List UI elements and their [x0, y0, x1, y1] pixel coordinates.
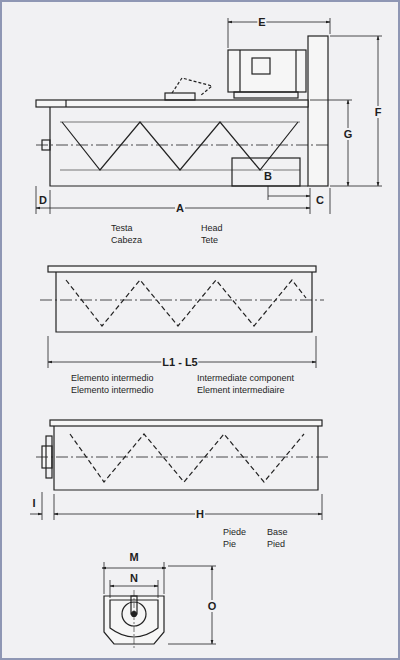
head-view — [36, 36, 330, 186]
view-caption: Tete — [200, 235, 219, 245]
base-view — [36, 420, 328, 490]
dimension-letter: G — [343, 128, 354, 140]
dimension-letter: F — [374, 106, 383, 118]
intermediate-dimensions — [48, 336, 316, 368]
view-caption: Base — [266, 527, 289, 537]
view-caption: Intermediate component — [196, 373, 295, 383]
dimension-letter: M — [128, 551, 139, 563]
dimension-letter: D — [38, 194, 48, 206]
dimension-letter: E — [257, 16, 266, 28]
view-caption: Piede — [222, 527, 247, 537]
view-caption: Cabeza — [110, 235, 143, 245]
view-caption: Pied — [266, 539, 286, 549]
view-caption: Element intermediaire — [196, 385, 286, 395]
dimension-letter: O — [207, 600, 218, 612]
view-caption: Head — [200, 223, 224, 233]
intermediate-view — [40, 266, 324, 332]
end-dimensions — [102, 562, 216, 644]
view-caption: Pie — [222, 539, 237, 549]
dimension-letter: H — [195, 508, 205, 520]
end-view — [104, 590, 164, 648]
view-caption: Testa — [110, 223, 134, 233]
view-caption: Elemento intermedio — [70, 385, 155, 395]
dimension-letter: N — [129, 572, 139, 584]
head-dimensions — [36, 18, 382, 214]
dimension-letter: L1 - L5 — [161, 356, 198, 368]
dimension-letter: B — [263, 170, 273, 182]
dimension-letter: I — [31, 497, 36, 509]
view-caption: Elemento intermedio — [70, 373, 155, 383]
dimension-letter: A — [175, 202, 185, 214]
dimension-letter: C — [315, 194, 325, 206]
base-dimensions — [30, 492, 322, 520]
